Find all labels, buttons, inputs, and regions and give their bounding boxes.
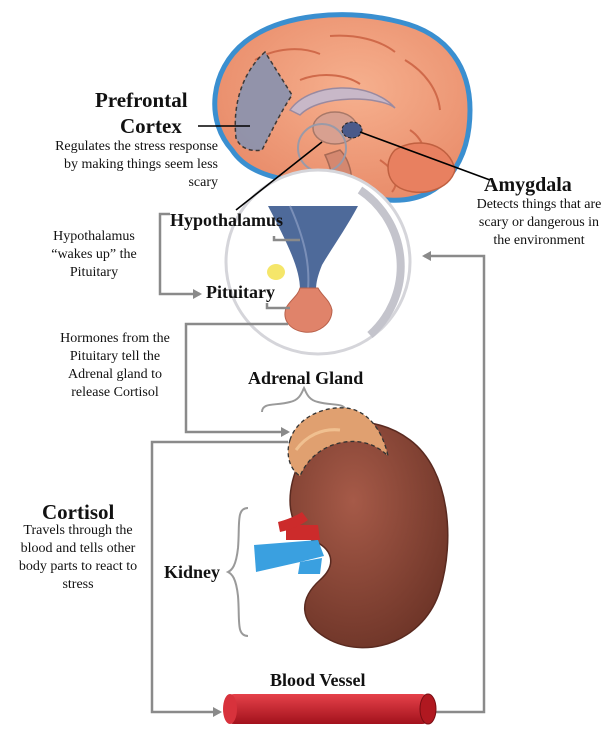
pituitary-label: Pituitary — [206, 282, 275, 302]
pituitary-stalk — [268, 206, 358, 290]
pituitary-to-adrenal-arrow — [184, 322, 290, 437]
blood-vessel-label: Blood Vessel — [270, 670, 366, 690]
brain-illustration — [212, 12, 473, 203]
kidney-label: Kidney — [164, 562, 221, 582]
amygdala-title: Amygdala — [484, 174, 572, 196]
amygdala-region — [341, 121, 363, 139]
hypothalamus-label: Hypothalamus — [170, 210, 284, 230]
adrenal-brace — [261, 385, 347, 413]
renal-vein — [254, 540, 324, 572]
renal-artery — [286, 525, 320, 540]
cortisol-title: Cortisol — [42, 500, 115, 524]
cortisol-to-vessel-arrow — [150, 440, 288, 717]
adrenal-gland-label: Adrenal Gland — [248, 368, 364, 388]
amygdala-description: Detects things that are scary or dangero… — [476, 197, 602, 248]
hypothalamus-note: Hypothalamus “wakes up” the Pituitary — [51, 229, 137, 280]
hormones-note: Hormones from the Pituitary tell the Adr… — [60, 331, 170, 400]
kidney-illustration — [254, 407, 449, 649]
vessel-to-brain-arrow — [422, 251, 486, 714]
prefrontal-description: Regulates the stress response by making … — [55, 139, 218, 190]
adrenal-gland — [287, 407, 390, 477]
prefrontal-title-line1: Prefrontal — [95, 88, 188, 112]
pituitary-magnifier — [224, 168, 412, 356]
pituitary-gland — [284, 287, 333, 333]
blood-vessel — [223, 693, 437, 725]
cortisol-description: Travels through the blood and tells othe… — [18, 523, 138, 592]
prefrontal-title-line2: Cortex — [120, 114, 182, 138]
hypo-to-pituitary-arrow — [158, 212, 202, 299]
kidney-brace — [225, 507, 249, 637]
